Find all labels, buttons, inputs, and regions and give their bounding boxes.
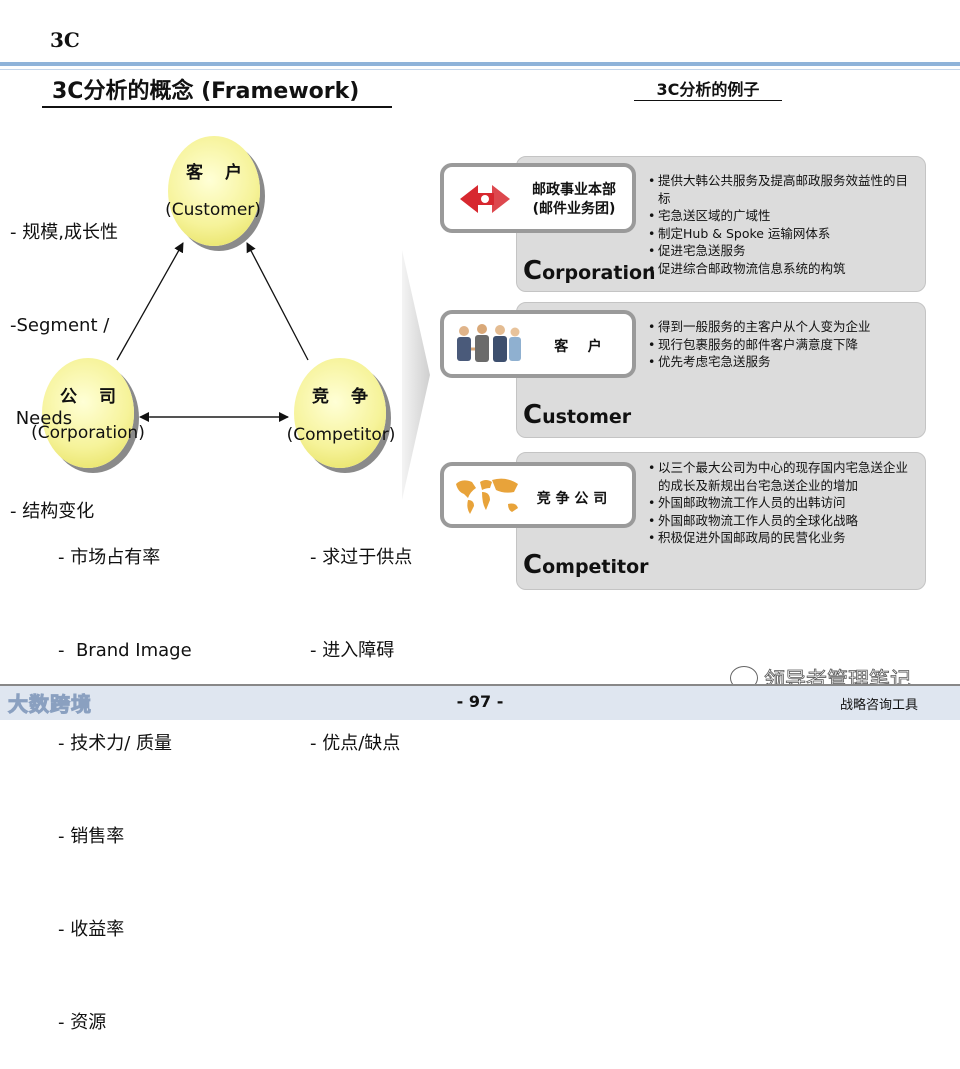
- customer-card-label: 客 户: [532, 336, 624, 356]
- competitor-item: 积极促进外国邮政局的民营化业务: [648, 529, 918, 547]
- corporation-card: 邮政事业本部 (邮件业务团): [440, 163, 636, 233]
- corporation-card-label: 邮政事业本部 (邮件业务团): [520, 181, 628, 219]
- customer-sub: (Customer): [133, 200, 293, 220]
- competitor-word: Competitor: [523, 550, 649, 580]
- customer-card: 客 户: [440, 310, 636, 378]
- arrow-company-to-customer: [117, 243, 183, 360]
- company-notes: - 市场占有率 - Brand Image - 技术力/ 质量 - 销售率 - …: [58, 480, 192, 1069]
- corporation-item: 促进综合邮政物流信息系统的构筑: [648, 260, 918, 278]
- customer-note: Needs: [10, 403, 118, 434]
- business-people-icon: [452, 322, 524, 368]
- competitor-sub: (Competitor): [261, 425, 421, 445]
- company-note: - Brand Image: [58, 635, 192, 666]
- competitor-note: - 求过于供点: [310, 542, 412, 573]
- competitor-item: 外国邮政物流工作人员的出韩访问: [648, 494, 918, 512]
- world-map-icon: [452, 474, 522, 518]
- corporation-items: 提供大韩公共服务及提高邮政服务效益性的目标 宅急送区域的广域性 制定Hub & …: [648, 172, 918, 277]
- corporation-item: 提供大韩公共服务及提高邮政服务效益性的目标: [648, 172, 918, 207]
- company-note: - 市场占有率: [58, 542, 192, 573]
- customer-word: Customer: [523, 400, 631, 430]
- corporation-item: 制定Hub & Spoke 运输网体系: [648, 225, 918, 243]
- brand-logo: 大数跨境: [8, 688, 92, 717]
- customer-item: 优先考虑宅急送服务: [648, 353, 918, 371]
- competitor-circle: [294, 358, 386, 468]
- transition-arrow-icon: [398, 250, 434, 500]
- company-note: - 销售率: [58, 821, 192, 852]
- competitor-items: 以三个最大公司为中心的现存国内宅急送企业的成长及新规出台宅急送企业的增加 外国邮…: [648, 459, 918, 547]
- postal-logo-icon: [454, 179, 516, 219]
- page-number: - 97 -: [430, 692, 530, 711]
- customer-note: -Segment /: [10, 310, 118, 341]
- customer-circle: [168, 136, 260, 246]
- customer-note: - 规模,成长性: [10, 217, 118, 248]
- company-note: - 技术力/ 质量: [58, 728, 192, 759]
- customer-label: 客 户: [148, 158, 288, 183]
- corporation-item: 宅急送区域的广域性: [648, 207, 918, 225]
- competitor-card-label: 竞 争 公 司: [522, 488, 622, 508]
- competitor-note: - 优点/缺点: [310, 728, 412, 759]
- customer-item: 现行包裹服务的邮件客户满意度下降: [648, 336, 918, 354]
- competitor-item: 以三个最大公司为中心的现存国内宅急送企业的成长及新规出台宅急送企业的增加: [648, 459, 918, 494]
- competitor-card: 竞 争 公 司: [440, 462, 636, 528]
- company-note: - 资源: [58, 1007, 192, 1038]
- competitor-note: - 进入障碍: [310, 635, 412, 666]
- footer-caption: 战略咨询工具: [840, 694, 918, 713]
- corporation-item: 促进宅急送服务: [648, 242, 918, 260]
- customer-items: 得到一般服务的主客户从个人变为企业 现行包裹服务的邮件客户满意度下降 优先考虑宅…: [648, 318, 918, 371]
- company-note: - 收益率: [58, 914, 192, 945]
- arrow-competitor-to-customer: [247, 243, 308, 360]
- corporation-word: Corporation: [523, 256, 656, 286]
- customer-item: 得到一般服务的主客户从个人变为企业: [648, 318, 918, 336]
- competitor-label: 竞 争: [274, 382, 414, 407]
- competitor-item: 外国邮政物流工作人员的全球化战略: [648, 512, 918, 530]
- competitor-notes: - 求过于供点 - 进入障碍 - 优点/缺点: [310, 480, 412, 790]
